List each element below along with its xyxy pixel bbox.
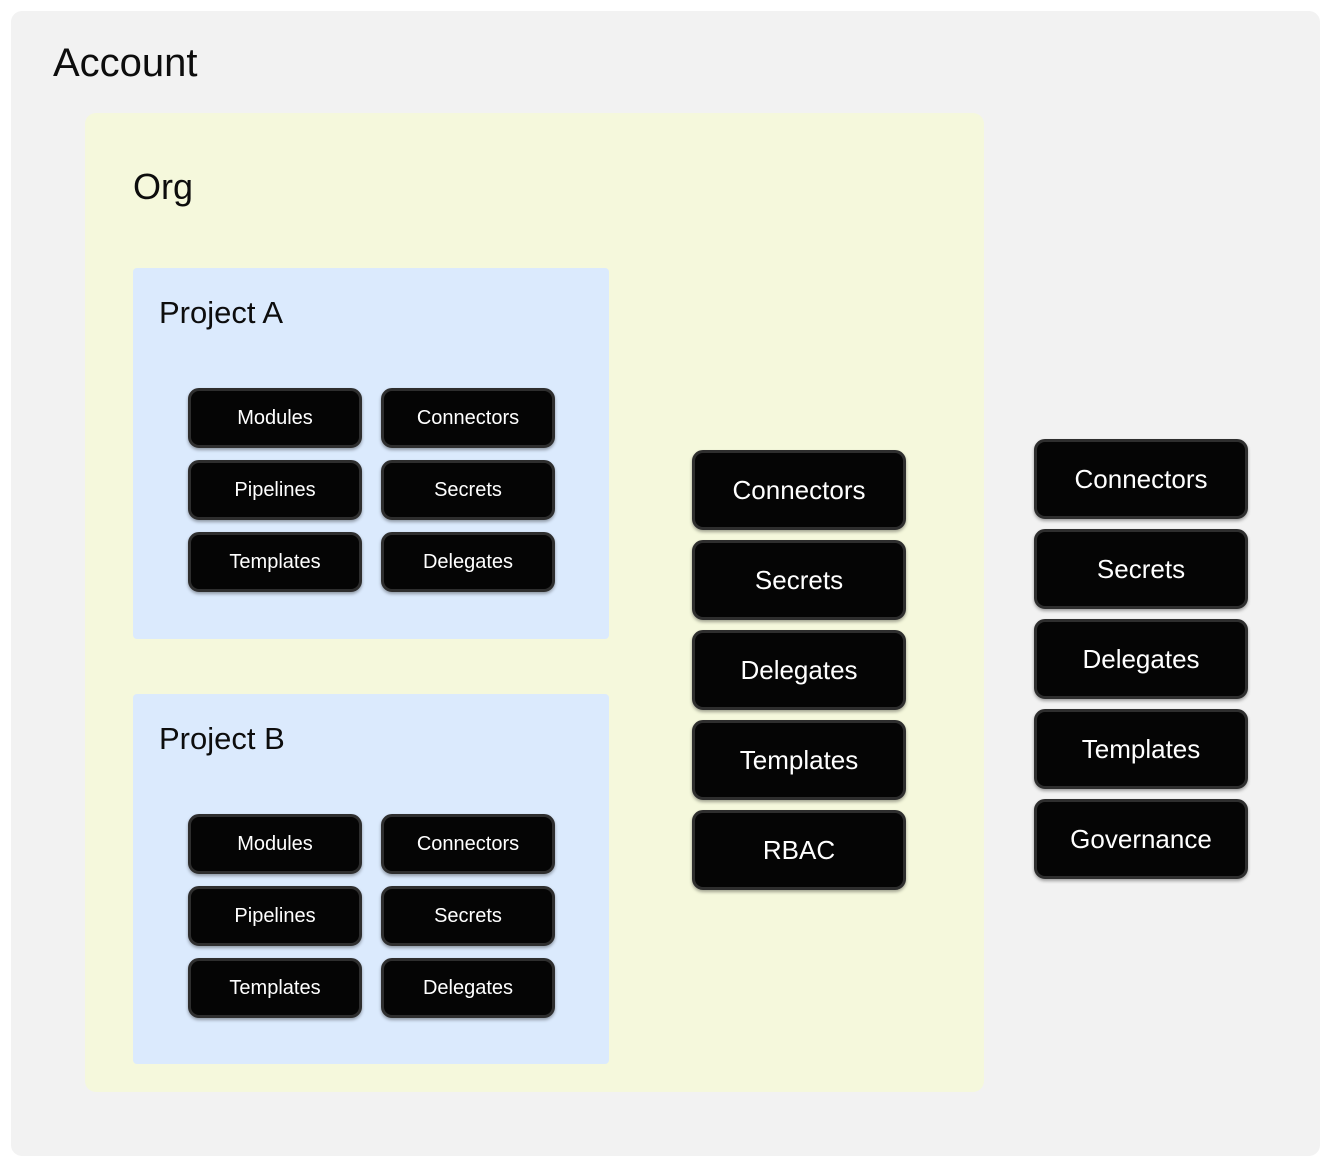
org-resource-secrets[interactable]: Secrets [692, 540, 906, 620]
account-resource-delegates[interactable]: Delegates [1034, 619, 1248, 699]
project-b-resource-pipelines[interactable]: Pipelines [188, 886, 362, 946]
project-b-title: Project B [159, 721, 285, 756]
project-a-resource-modules[interactable]: Modules [188, 388, 362, 448]
project-a-resource-connectors[interactable]: Connectors [381, 388, 555, 448]
account-resource-secrets[interactable]: Secrets [1034, 529, 1248, 609]
project-b-resource-connectors[interactable]: Connectors [381, 814, 555, 874]
project-b-container: Project B Modules Pipelines Templates Co… [133, 694, 609, 1064]
org-scope-container: Org Project A Modules Pipelines Template… [85, 113, 984, 1092]
org-resource-rbac[interactable]: RBAC [692, 810, 906, 890]
project-b-resource-grid: Modules Pipelines Templates Connectors S… [188, 814, 555, 1018]
account-resource-connectors[interactable]: Connectors [1034, 439, 1248, 519]
project-a-resource-secrets[interactable]: Secrets [381, 460, 555, 520]
project-a-title: Project A [159, 295, 284, 330]
account-resource-governance[interactable]: Governance [1034, 799, 1248, 879]
account-scope-container: Account Org Project A Modules Pipelines … [11, 11, 1320, 1156]
project-b-resource-modules[interactable]: Modules [188, 814, 362, 874]
project-a-resource-delegates[interactable]: Delegates [381, 532, 555, 592]
org-resource-column: Connectors Secrets Delegates Templates R… [692, 450, 906, 890]
project-a-container: Project A Modules Pipelines Templates Co… [133, 268, 609, 639]
org-resource-connectors[interactable]: Connectors [692, 450, 906, 530]
project-b-resource-secrets[interactable]: Secrets [381, 886, 555, 946]
project-a-resource-grid: Modules Pipelines Templates Connectors S… [188, 388, 555, 592]
account-resource-column: Connectors Secrets Delegates Templates G… [1034, 439, 1248, 879]
project-a-resource-templates[interactable]: Templates [188, 532, 362, 592]
org-scope-title: Org [133, 166, 194, 207]
account-resource-templates[interactable]: Templates [1034, 709, 1248, 789]
project-b-resource-delegates[interactable]: Delegates [381, 958, 555, 1018]
project-a-resource-pipelines[interactable]: Pipelines [188, 460, 362, 520]
org-resource-templates[interactable]: Templates [692, 720, 906, 800]
account-scope-title: Account [53, 41, 198, 85]
project-b-resource-templates[interactable]: Templates [188, 958, 362, 1018]
org-resource-delegates[interactable]: Delegates [692, 630, 906, 710]
